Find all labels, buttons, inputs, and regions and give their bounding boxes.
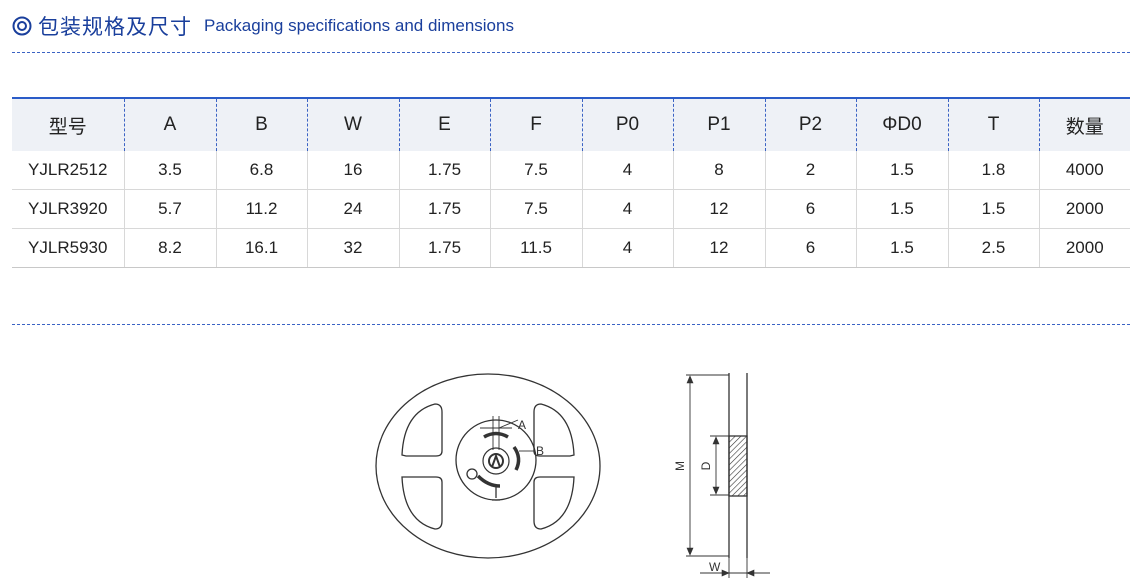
table-cell: 12 <box>672 189 765 229</box>
packaging-spec-table: 型号 A B W E F P0 P1 P2 ΦD0 T 数量 YJLR2512 … <box>12 97 1130 268</box>
table-divider <box>12 324 1130 325</box>
table-cell: 3.5 <box>123 151 216 190</box>
column-header: T <box>947 98 1039 151</box>
reel-drive-hole <box>466 468 478 480</box>
dimension-label-w: W <box>709 560 721 574</box>
table-cell: 1.5 <box>855 189 948 229</box>
table-row: YJLR2512 3.5 6.8 16 1.75 7.5 4 8 2 1.5 1… <box>12 151 1130 190</box>
table-cell: YJLR5930 <box>12 228 124 268</box>
table-cell: 32 <box>306 228 399 268</box>
header-divider <box>12 52 1130 53</box>
table-cell: 1.75 <box>398 228 490 268</box>
reel-outer-rim <box>375 373 601 559</box>
table-cell: 6 <box>764 189 856 229</box>
column-header: E <box>398 98 490 151</box>
reel-side-view <box>686 373 770 578</box>
table-cell: YJLR3920 <box>12 189 124 229</box>
table-cell: 11.5 <box>489 228 582 268</box>
table-cell: YJLR2512 <box>12 151 124 190</box>
column-header: B <box>215 98 307 151</box>
table-cell: 1.75 <box>398 151 490 190</box>
reel-hub <box>455 419 537 501</box>
column-header: ΦD0 <box>855 98 948 151</box>
table-cell: 1.5 <box>947 189 1039 229</box>
table-cell: 2.5 <box>947 228 1039 268</box>
table-cell: 12 <box>672 228 765 268</box>
table-cell: 1.5 <box>855 228 948 268</box>
column-header: W <box>306 98 399 151</box>
table-cell: 16 <box>306 151 399 190</box>
table-cell: 1.5 <box>855 151 948 190</box>
column-header: P1 <box>672 98 765 151</box>
table-header-row: 型号 A B W E F P0 P1 P2 ΦD0 T 数量 <box>12 98 1130 151</box>
column-header: F <box>489 98 582 151</box>
double-circle-icon <box>12 16 32 36</box>
column-header: P2 <box>764 98 856 151</box>
table-cell: 4000 <box>1038 151 1130 190</box>
table-cell: 4 <box>581 189 673 229</box>
table-cell: 8 <box>672 151 765 190</box>
column-header: 数量 <box>1038 98 1130 151</box>
table-cell: 16.1 <box>215 228 307 268</box>
table-cell: 24 <box>306 189 399 229</box>
table-cell: 1.8 <box>947 151 1039 190</box>
table-cell: 2 <box>764 151 856 190</box>
reel-front-view <box>375 373 601 559</box>
section-title-cn: 包装规格及尺寸 <box>38 15 192 39</box>
table-cell: 2000 <box>1038 189 1130 229</box>
column-header: P0 <box>581 98 673 151</box>
section-title-en: Packaging specifications and dimensions <box>204 16 514 35</box>
table-cell: 6 <box>764 228 856 268</box>
reel-hub-section <box>728 435 748 497</box>
dimension-label-a: A <box>518 418 526 432</box>
dimension-label-m: M <box>673 461 687 471</box>
table-cell: 4 <box>581 151 673 190</box>
table-cell: 2000 <box>1038 228 1130 268</box>
table-row: YJLR3920 5.7 11.2 24 1.75 7.5 4 12 6 1.5… <box>12 189 1130 229</box>
table-row: YJLR5930 8.2 16.1 32 1.75 11.5 4 12 6 1.… <box>12 228 1130 268</box>
reel-window-bottom-left <box>401 476 443 530</box>
table-cell: 4 <box>581 228 673 268</box>
dimension-label-b: B <box>536 444 544 458</box>
table-cell: 11.2 <box>215 189 307 229</box>
table-cell: 8.2 <box>123 228 216 268</box>
reel-window-bottom-right <box>533 476 575 530</box>
table-cell: 6.8 <box>215 151 307 190</box>
table-cell: 7.5 <box>489 151 582 190</box>
table-cell: 1.75 <box>398 189 490 229</box>
section-header: 包装规格及尺寸 Packaging specifications and dim… <box>12 10 514 42</box>
reel-window-top-left <box>401 403 443 457</box>
reel-window-top-right <box>533 403 575 457</box>
table-cell: 5.7 <box>123 189 216 229</box>
column-header: 型号 <box>48 116 87 138</box>
column-header: A <box>123 98 216 151</box>
dimension-label-d: D <box>699 461 713 470</box>
table-cell: 7.5 <box>489 189 582 229</box>
